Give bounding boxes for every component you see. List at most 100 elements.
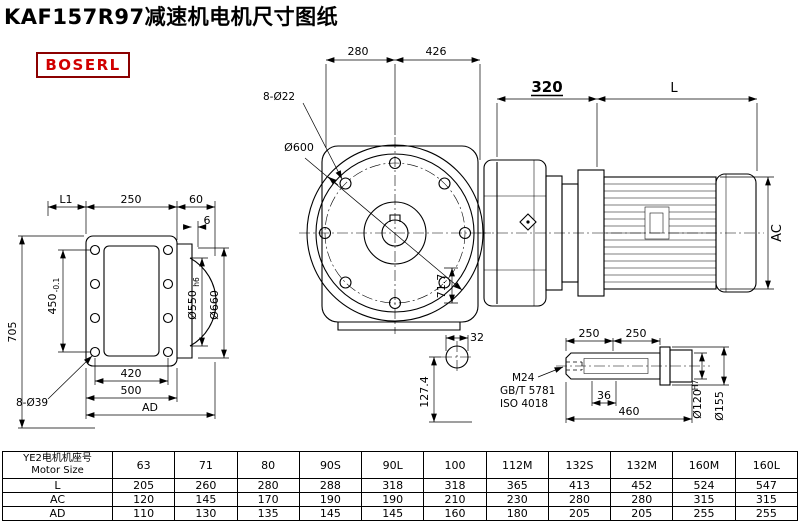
rear-view: L1 250 60 6 705 450 -0.1 420 500 AD 8-Ø3… [6, 193, 546, 429]
table-cell: 205 [547, 506, 612, 521]
shaft-detail-view: 250 250 460 M24 GB/T 5781 ISO 4018 36 Ø1… [500, 327, 729, 423]
table-header-size: 90S [298, 451, 363, 479]
dim-420-label: 420 [121, 367, 142, 380]
table-header-size: 132S [547, 451, 612, 479]
table-header-size: 100 [423, 451, 487, 479]
table-header-size: 90L [361, 451, 425, 479]
table-cell: 280 [610, 492, 674, 507]
dim-705-label: 705 [6, 322, 19, 343]
table-cell: 452 [610, 478, 674, 493]
table-header-size: 132M [610, 451, 674, 479]
shaft-dimensions: 250 250 460 M24 GB/T 5781 ISO 4018 36 Ø1… [500, 327, 729, 423]
side-view-geometry [478, 159, 764, 307]
table-row-label: L [2, 478, 113, 493]
dim-l1-label: L1 [59, 193, 72, 206]
table-cell: 260 [174, 478, 238, 493]
table-cell: 190 [298, 492, 363, 507]
dim-ad-label: AD [142, 401, 158, 414]
standard-iso-label: ISO 4018 [500, 398, 548, 410]
dim-280-label: 280 [348, 45, 369, 58]
dim-d550-tolerance: h6 [192, 277, 201, 287]
table-header-line1: YE2电机机座号 [23, 452, 92, 464]
front-view-dimensions: 280 426 8-Ø22 Ø600 71.7 32 127.4 [263, 45, 484, 423]
table-cell: 315 [672, 492, 736, 507]
dim-450-label: 450 [46, 294, 59, 315]
dim-250a-label: 250 [579, 327, 600, 340]
technical-drawing: L1 250 60 6 705 450 -0.1 420 500 AD 8-Ø3… [6, 45, 785, 429]
dim-450-tolerance: -0.1 [52, 277, 61, 292]
dim-127-4-label: 127.4 [418, 376, 431, 408]
table-cell: 110 [111, 506, 176, 521]
table-cell: 547 [734, 478, 799, 493]
table-header-size: 80 [236, 451, 300, 479]
table-header-size: 63 [111, 451, 176, 479]
table-cell: 210 [423, 492, 487, 507]
table-cell: 205 [111, 478, 176, 493]
table-cell: 255 [734, 506, 799, 521]
table-cell: 145 [298, 506, 363, 521]
page-title: KAF157R97减速机电机尺寸图纸 [4, 5, 339, 29]
dim-500-label: 500 [121, 384, 142, 397]
rear-view-dimensions: L1 250 60 6 705 450 -0.1 420 500 AD 8-Ø3… [6, 193, 229, 429]
table-cell: 318 [361, 478, 425, 493]
dim-d660-label: Ø660 [208, 290, 221, 320]
table-cell: 170 [236, 492, 300, 507]
table-row-label: AC [2, 492, 113, 507]
dim-l-label: L [670, 81, 678, 96]
dim-71-7-label: 71.7 [435, 274, 448, 299]
dim-d600-label: Ø600 [284, 141, 314, 154]
table-cell: 230 [485, 492, 549, 507]
dim-d550-label: Ø550 [186, 290, 199, 320]
table-cell: 524 [672, 478, 736, 493]
side-view-dimensions: 320 L AC [496, 78, 785, 290]
dim-32-label: 32 [470, 331, 484, 344]
table-cell: 318 [423, 478, 487, 493]
dim-d120-label: Ø120 [691, 389, 704, 419]
dim-d155-label: Ø155 [713, 391, 726, 421]
dim-8xd39-label: 8-Ø39 [16, 397, 48, 409]
side-view: 320 L AC [478, 78, 785, 307]
dim-6-label: 6 [204, 214, 211, 227]
table-cell: 315 [734, 492, 799, 507]
dim-m24-label: M24 [512, 372, 535, 384]
table-cell: 413 [547, 478, 612, 493]
table-cell: 280 [547, 492, 612, 507]
table-cell: 205 [610, 506, 674, 521]
front-view-geometry [299, 137, 491, 373]
dim-320-label: 320 [531, 78, 562, 96]
table-cell: 190 [361, 492, 425, 507]
shaft-geometry [556, 346, 710, 386]
table-cell: 288 [298, 478, 363, 493]
dim-60-label: 60 [189, 193, 203, 206]
dim-250b-label: 250 [626, 327, 647, 340]
table-cell: 135 [236, 506, 300, 521]
dim-250-label: 250 [121, 193, 142, 206]
dim-36-label: 36 [597, 389, 611, 402]
dim-426-label: 426 [426, 45, 447, 58]
table-header-size: 112M [485, 451, 549, 479]
table-cell: 180 [485, 506, 549, 521]
standard-gbt-label: GB/T 5781 [500, 385, 555, 397]
rear-view-geometry [85, 195, 546, 367]
table-cell: 120 [111, 492, 176, 507]
table-header-line2: Motor Size [31, 465, 84, 476]
table-cell: 130 [174, 506, 238, 521]
table-cell: 365 [485, 478, 549, 493]
front-view: 280 426 8-Ø22 Ø600 71.7 32 127.4 [263, 45, 491, 423]
brand-logo: BOSERL [36, 52, 130, 78]
table-header-size: 160M [672, 451, 736, 479]
table-cell: 145 [361, 506, 425, 521]
table-cell: 280 [236, 478, 300, 493]
table-header-size: 71 [174, 451, 238, 479]
table-cell: 145 [174, 492, 238, 507]
dim-ac-label: AC [770, 224, 785, 242]
dim-460-label: 460 [619, 405, 640, 418]
table-cell: 255 [672, 506, 736, 521]
table-header-size: 160L [734, 451, 799, 479]
